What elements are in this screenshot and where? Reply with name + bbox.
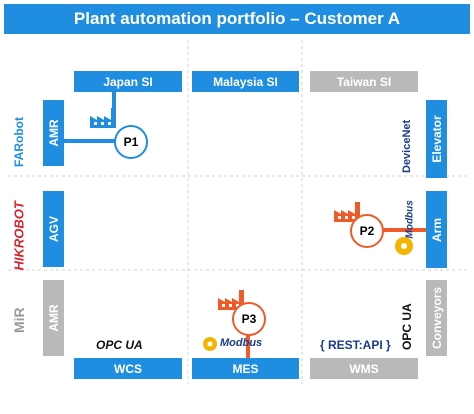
- left-row-amr-2: AMR: [43, 280, 64, 356]
- factory-icon: [90, 108, 116, 128]
- plant-p2[interactable]: P2: [350, 214, 384, 248]
- gear-icon: [395, 237, 413, 255]
- left-row-amr-1: AMR: [43, 100, 64, 166]
- plant-p1[interactable]: P1: [114, 125, 148, 159]
- footer-wms: WMS: [310, 358, 418, 379]
- modbus-logo: Modbus: [202, 334, 274, 354]
- column-header-taiwan: Taiwan SI: [310, 71, 418, 92]
- column-header-malaysia: Malaysia SI: [192, 71, 299, 92]
- right-row-conveyors: Conveyors: [426, 280, 447, 356]
- modbus-vertical-logo: Modbus: [392, 198, 424, 262]
- grid-lines: [8, 40, 466, 384]
- gear-icon: [203, 337, 217, 351]
- page-title: Plant automation portfolio – Customer A: [4, 4, 470, 34]
- column-header-japan: Japan SI: [74, 71, 182, 92]
- farobot-logo: FARobot: [12, 117, 26, 167]
- footer-mes: MES: [192, 358, 299, 379]
- right-row-elevator: Elevator: [426, 100, 447, 178]
- devicenet-logo: DeviceNet: [401, 119, 413, 173]
- mir-logo: MiR: [11, 307, 27, 333]
- factory-icon: [334, 202, 360, 222]
- footer-wcs: WCS: [74, 358, 182, 379]
- opcua-logo: OPC UA: [96, 338, 143, 352]
- left-row-agv: AGV: [43, 191, 64, 267]
- hikrobot-logo: HIKROBOT: [11, 201, 27, 271]
- right-row-arm: Arm: [426, 191, 447, 268]
- rest-api-logo: { REST:API }: [320, 338, 391, 352]
- plant-p3[interactable]: P3: [232, 302, 266, 336]
